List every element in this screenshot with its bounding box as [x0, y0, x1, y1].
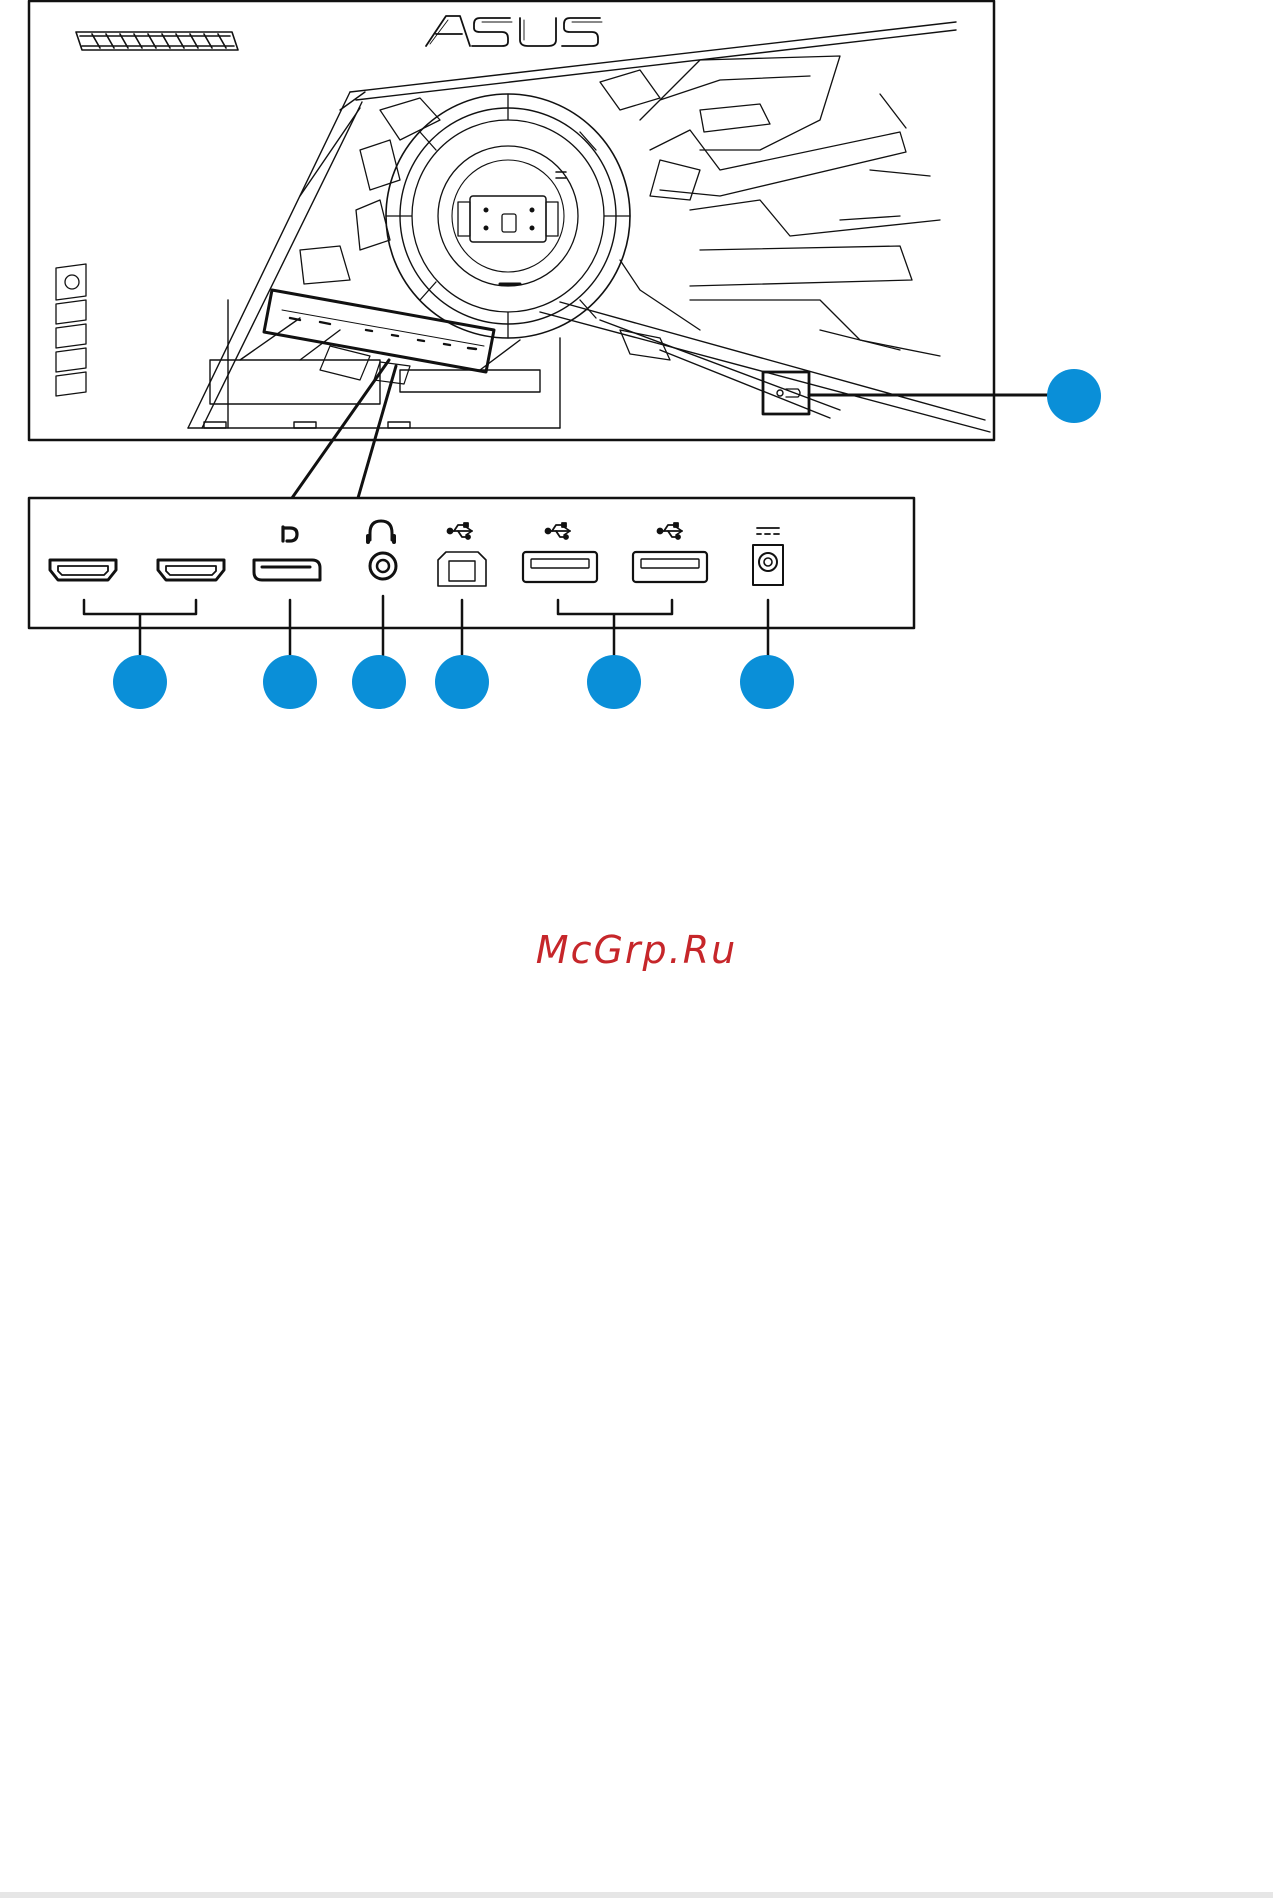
callout-marker-dc-in [740, 655, 794, 709]
callout-marker-earphone [352, 655, 406, 709]
callout-marker-usb-b [435, 655, 489, 709]
callout-marker-lock [1047, 369, 1101, 423]
callout-marker-usb-a [587, 655, 641, 709]
callout-marker-displayport [263, 655, 317, 709]
monitor-back-view [29, 1, 1101, 498]
callout-markers [113, 655, 794, 709]
footer-bar [0, 1892, 1273, 1898]
watermark-text: McGrp.Ru [0, 928, 1273, 972]
callout-marker-hdmi [113, 655, 167, 709]
port-detail-panel [29, 498, 914, 655]
